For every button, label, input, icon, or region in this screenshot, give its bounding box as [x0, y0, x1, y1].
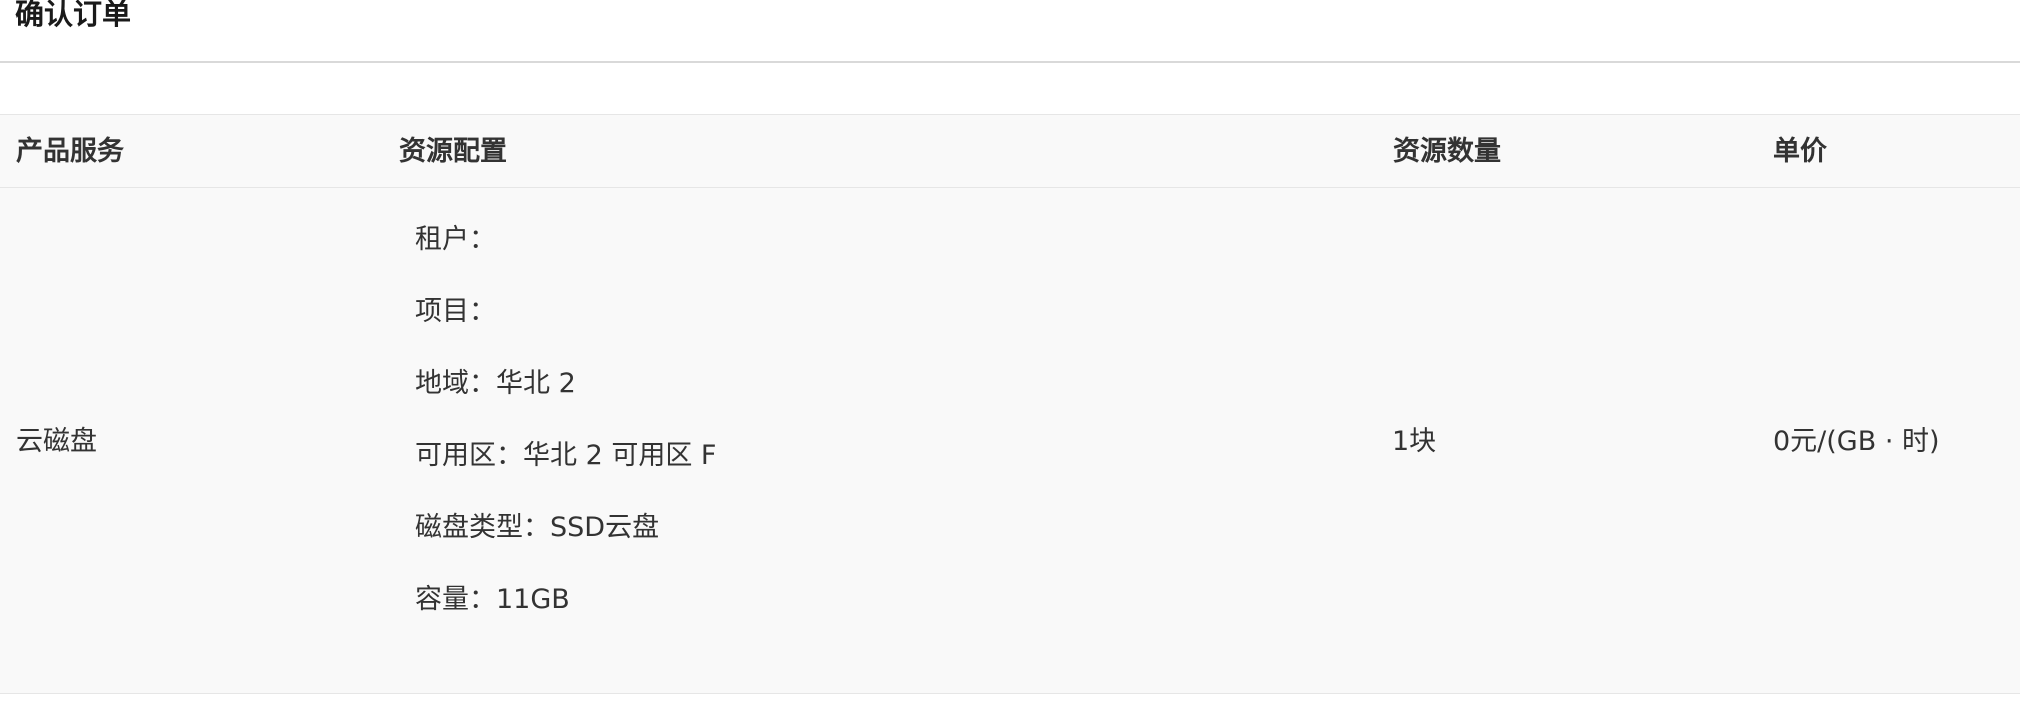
config-list: 租户： 项目： 地域：华北 2 可用区：华北 2 可用区 F 磁盘类型：SSD云…: [415, 222, 716, 654]
column-header-product: 产品服务: [16, 136, 124, 167]
price-cell: 0元/(GB · 时): [1773, 426, 1940, 457]
config-item-zone: 可用区：华北 2 可用区 F: [415, 440, 717, 471]
column-header-config: 资源配置: [399, 136, 507, 167]
table-header: 产品服务 资源配置 资源数量 单价: [0, 114, 2020, 188]
config-item-tenant: 租户：: [415, 224, 496, 255]
config-item-capacity: 容量：11GB: [415, 584, 570, 615]
product-cell: 云磁盘: [16, 426, 97, 457]
order-table: 产品服务 资源配置 资源数量 单价 云磁盘 租户： 项目： 地域：华北 2 可用…: [0, 114, 2020, 694]
table-row: 云磁盘 租户： 项目： 地域：华北 2 可用区：华北 2 可用区 F 磁盘类型：…: [0, 188, 2020, 694]
quantity-cell: 1块: [1392, 426, 1437, 457]
config-item-region: 地域：华北 2: [415, 368, 576, 399]
config-item-disk-type: 磁盘类型：SSD云盘: [415, 512, 660, 543]
config-item-project: 项目：: [415, 296, 496, 327]
page-title: 确认订单: [15, 0, 132, 31]
column-header-price: 单价: [1773, 136, 1827, 167]
column-header-quantity: 资源数量: [1393, 136, 1501, 167]
title-divider: [0, 61, 2020, 63]
